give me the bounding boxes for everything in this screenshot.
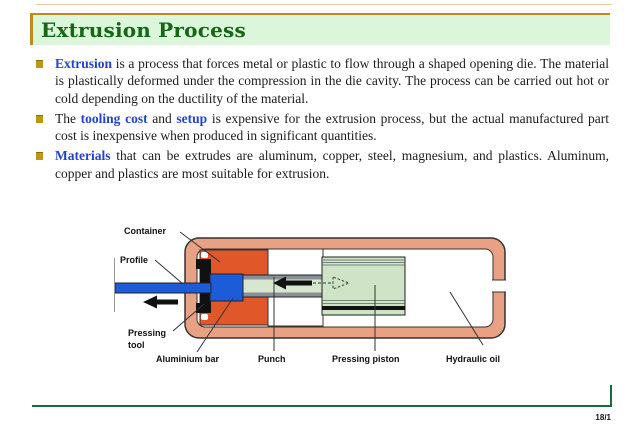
label-punch: Punch <box>258 354 286 364</box>
bullet-list: Extrusion is a process that forces metal… <box>35 55 609 185</box>
die-bottom-arm <box>196 303 201 313</box>
label-container: Container <box>124 226 167 236</box>
bullet-tooling-pre: The <box>55 110 81 126</box>
keyword-extrusion: Extrusion <box>55 56 113 71</box>
label-pressing-tool-line1: Pressing <box>128 328 166 338</box>
bullet-tooling-mid: and <box>147 110 177 126</box>
bullet-square-icon <box>36 114 43 123</box>
bullet-square-icon <box>36 152 43 161</box>
footer-rule-tick <box>610 385 612 407</box>
pressing-tool-leader <box>172 303 205 332</box>
page-number: 18/1 <box>595 413 611 422</box>
bullet-tooling-cost: The tooling cost and setup is expensive … <box>35 110 609 145</box>
aluminium-bar-leader <box>196 297 234 353</box>
keyword-setup: setup <box>176 110 208 126</box>
oil-inlet-slit <box>492 280 506 292</box>
aluminium-bar-block <box>209 273 244 302</box>
page-title: Extrusion Process <box>41 18 246 42</box>
label-profile: Profile <box>120 255 148 265</box>
piston-seal-band <box>322 306 405 310</box>
keyword-tooling-cost: tooling cost <box>80 110 148 126</box>
piston-dashed-arrow-icon <box>332 276 351 290</box>
extrusion-diagram: Container Profile Pressing tool Aluminiu… <box>100 215 540 370</box>
keyword-materials: Materials <box>55 148 111 164</box>
title-bar: Extrusion Process <box>30 13 610 45</box>
die-bottom-notch <box>201 314 208 320</box>
bullet-extrusion-text: is a process that forces metal or plasti… <box>55 56 609 106</box>
label-aluminium-bar: Aluminium bar <box>156 354 220 364</box>
label-hydraulic-oil: Hydraulic oil <box>446 354 500 364</box>
label-pressing-tool-line2: tool <box>128 340 145 350</box>
top-rule <box>36 4 612 5</box>
punch-direction-arrow-icon <box>273 276 312 290</box>
profile-rod <box>114 282 212 294</box>
profile-direction-arrow-icon <box>143 295 178 309</box>
footer-rule <box>32 405 612 407</box>
bullet-extrusion: Extrusion is a process that forces metal… <box>35 55 609 107</box>
container-leader <box>179 231 221 263</box>
die-top-notch <box>201 252 208 258</box>
die-top-arm <box>196 259 201 269</box>
pressing-piston-block <box>321 256 406 316</box>
bullet-square-icon <box>36 60 43 68</box>
hydraulic-oil-leader <box>449 291 484 346</box>
label-pressing-piston: Pressing piston <box>332 354 400 364</box>
bullet-materials-text: that can be extrudes are aluminum, coppe… <box>55 148 609 181</box>
bullet-tooling-text: is expensive for the extrusion process, … <box>55 110 609 144</box>
bullet-materials: Materials that can be extrudes are alumi… <box>35 147 609 182</box>
profile-leader <box>154 259 184 285</box>
